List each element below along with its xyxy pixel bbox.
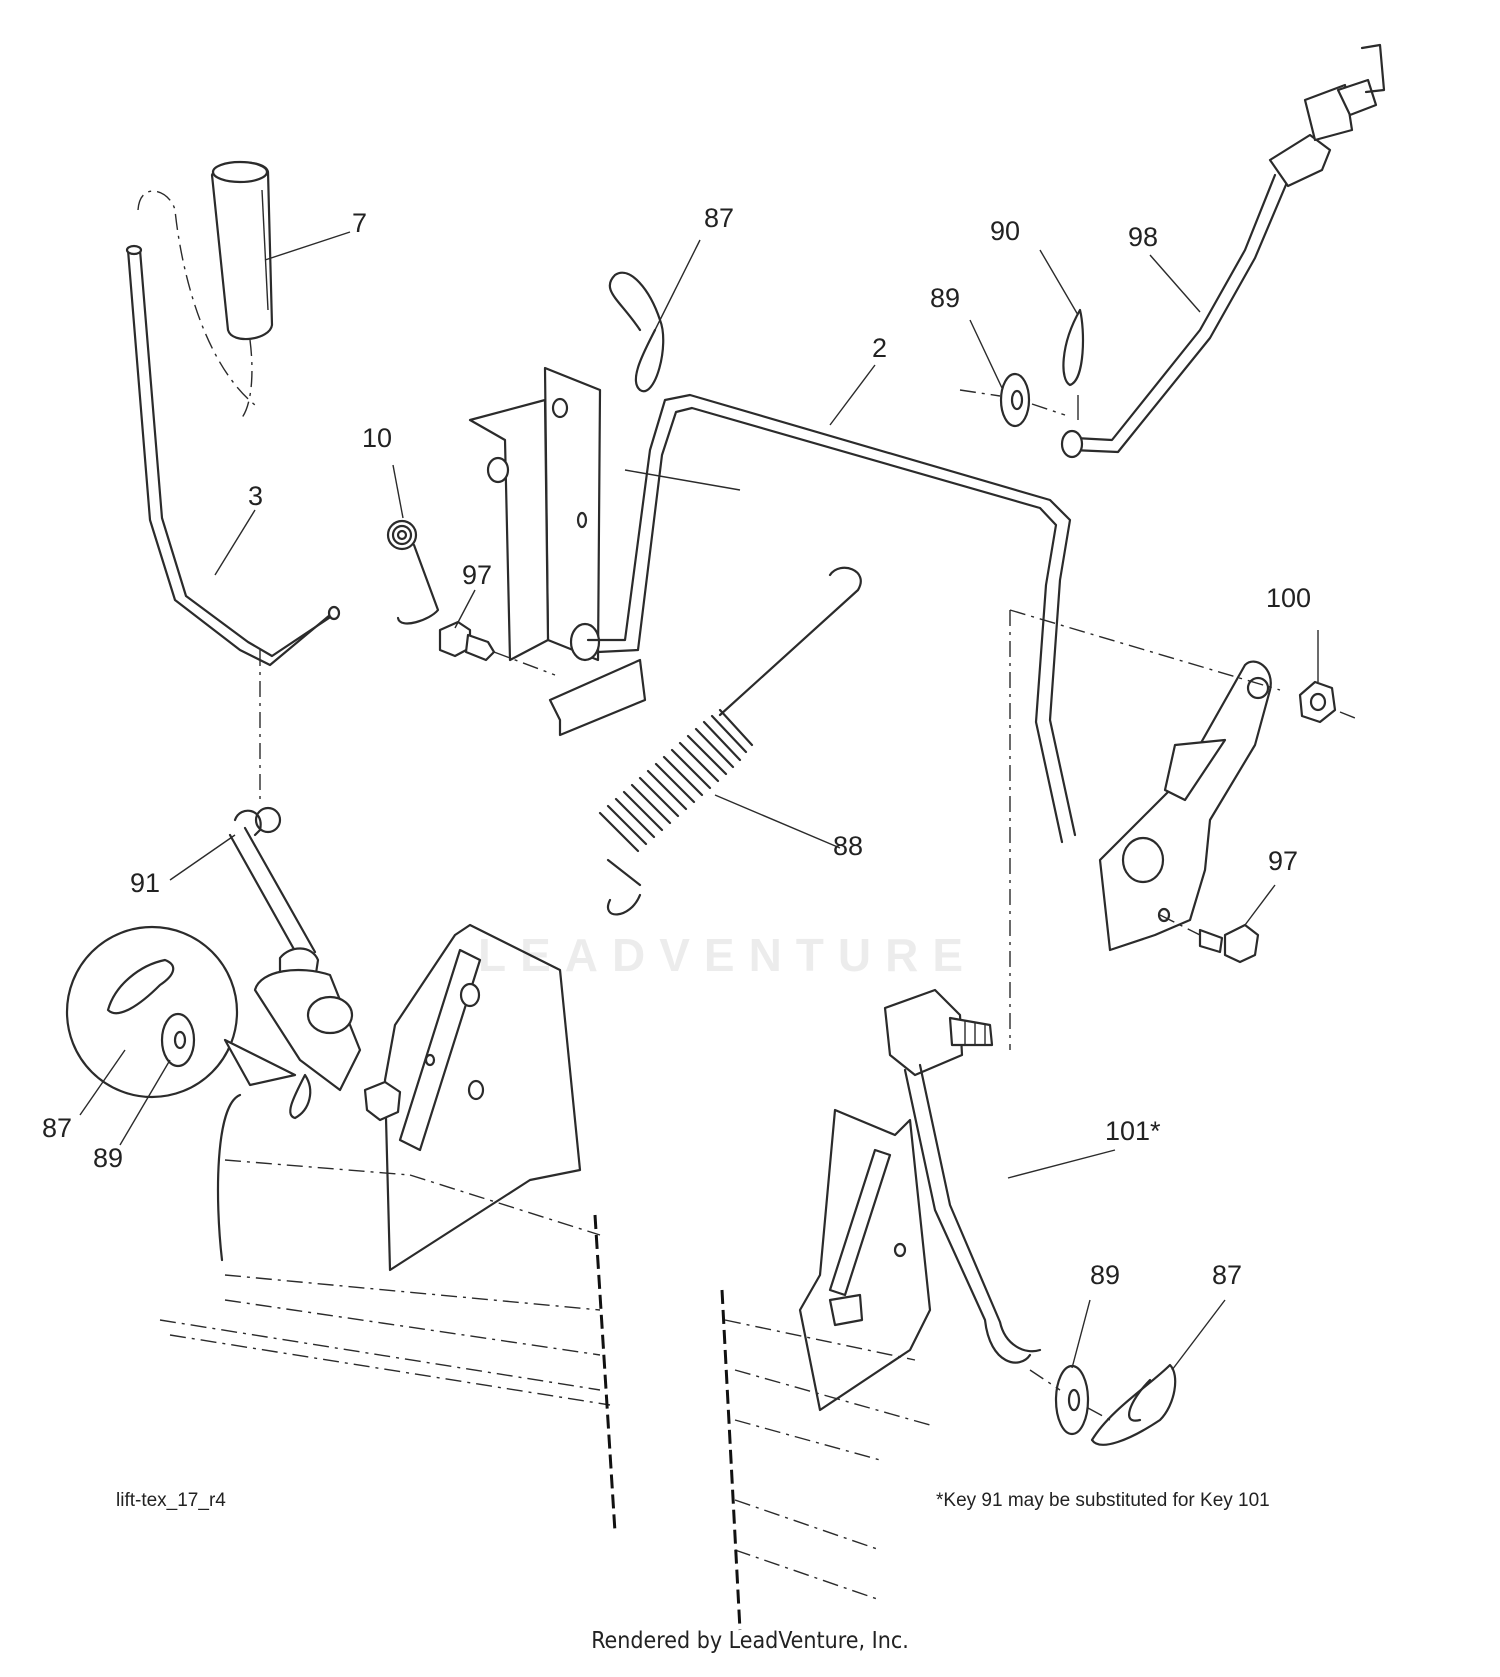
- drawing-code: lift-tex_17_r4: [116, 1490, 226, 1511]
- callout-3: 3: [248, 481, 264, 511]
- torsion-spring-10: [386, 519, 440, 625]
- hairpin-clip-87-top: [608, 271, 665, 393]
- callout-87-top: 87: [704, 203, 735, 233]
- deck-bracket-left: [253, 923, 582, 1272]
- deck-bracket-right: [798, 1108, 932, 1412]
- extension-spring-88: [598, 566, 862, 916]
- lift-bracket-upper: [468, 366, 647, 737]
- callout-98: 98: [1128, 222, 1159, 252]
- spring-coils-88: [598, 708, 754, 887]
- callout-87-inset: 87: [42, 1113, 73, 1143]
- bolt-97-upper: [438, 620, 556, 676]
- washer-89-top: [959, 372, 1066, 428]
- callout-89-inset: 89: [93, 1143, 124, 1173]
- washer-89-bottom: [1029, 1364, 1111, 1436]
- callout-88: 88: [833, 831, 864, 861]
- callout-97-right: 97: [1268, 846, 1299, 876]
- hairpin-clip-87-bottom: [1090, 1363, 1177, 1446]
- lift-shaft-2: [586, 393, 1077, 844]
- callout-91: 91: [130, 868, 161, 898]
- callout-10: 10: [362, 423, 393, 453]
- lift-lever-3: [125, 190, 341, 667]
- leader-lines: [79, 231, 1319, 1371]
- handle-grip-7: [210, 160, 274, 421]
- detail-inset: [65, 925, 297, 1099]
- hex-nut-100: [1009, 609, 1361, 724]
- pivot-bracket-right: [1098, 660, 1272, 952]
- lift-link-101: [883, 988, 1042, 1364]
- callout-89-bottom: 89: [1090, 1260, 1121, 1290]
- bolt-97-right: [1159, 914, 1260, 964]
- callout-97-upper: 97: [462, 560, 493, 590]
- callout-100: 100: [1266, 583, 1312, 613]
- watermark: LEADVENTURE: [478, 929, 978, 981]
- footer-credit: Rendered by LeadVenture, Inc.: [591, 1628, 909, 1654]
- callout-2: 2: [872, 333, 888, 363]
- callout-89-top: 89: [930, 283, 961, 313]
- callout-101: 101*: [1105, 1116, 1161, 1146]
- hairpin-clip-90: [1062, 308, 1085, 420]
- callout-90: 90: [990, 216, 1021, 246]
- substitution-note: *Key 91 may be substituted for Key 101: [936, 1490, 1270, 1511]
- callout-7: 7: [352, 208, 368, 238]
- mower-deck-right: [720, 1289, 931, 1631]
- callout-87-bottom: 87: [1212, 1260, 1243, 1290]
- link-rod-98: [1060, 43, 1386, 459]
- mower-deck-left: [159, 1093, 617, 1533]
